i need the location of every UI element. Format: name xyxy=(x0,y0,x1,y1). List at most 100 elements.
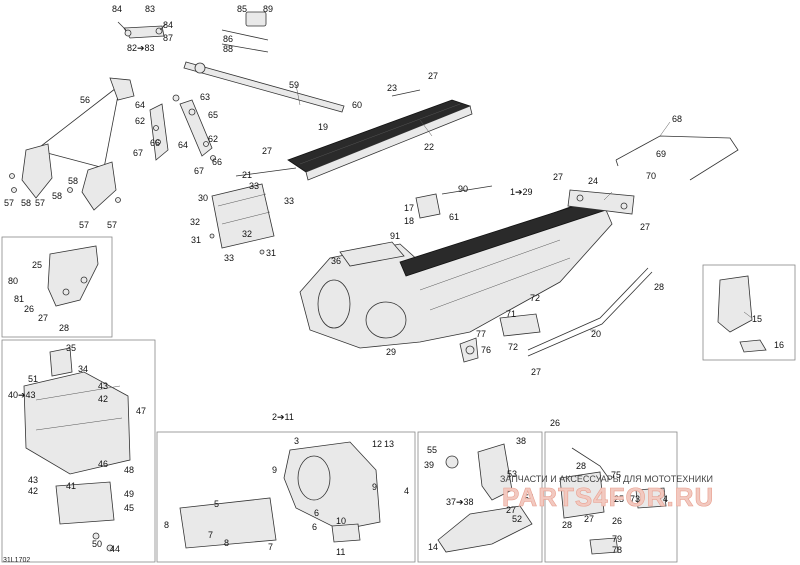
callout: 46 xyxy=(98,459,108,469)
callout: 7 xyxy=(208,530,213,540)
callout: 73 xyxy=(630,494,640,504)
side-brackets-part xyxy=(559,447,667,555)
callout: 48 xyxy=(124,465,134,475)
callout: 63 xyxy=(200,92,210,102)
callout: 19 xyxy=(318,122,328,132)
callout: 28 xyxy=(576,461,586,471)
callout: 64 xyxy=(135,100,145,110)
callout: 10 xyxy=(336,516,346,526)
callout: 6 xyxy=(314,508,319,518)
callout: 76 xyxy=(481,345,491,355)
rear-bumper-part xyxy=(615,135,739,181)
callout: 58 xyxy=(68,176,78,186)
callout: 49 xyxy=(124,489,134,499)
callout: 55 xyxy=(427,445,437,455)
callout: 21 xyxy=(242,170,252,180)
callout: 84 xyxy=(163,20,173,30)
callout: 27 xyxy=(262,146,272,156)
steering-support-part xyxy=(23,347,131,552)
callout: 3 xyxy=(294,436,299,446)
callout: 85 xyxy=(237,4,247,14)
callout: 91 xyxy=(390,231,400,241)
callout: 69 xyxy=(656,149,666,159)
callout: 47 xyxy=(136,406,146,416)
callout: 16 xyxy=(774,340,784,350)
callout: 9 xyxy=(372,482,377,492)
callout: 8 xyxy=(224,538,229,548)
callout: 57 xyxy=(107,220,117,230)
callout: 51 xyxy=(28,374,38,384)
callout: 7 xyxy=(268,542,273,552)
steering-arm-part xyxy=(149,94,216,161)
callout: 57 xyxy=(4,198,14,208)
callout: 41 xyxy=(66,481,76,491)
heat-panel-part xyxy=(209,167,297,255)
callout: 28 xyxy=(654,282,664,292)
rear-bracket-part xyxy=(567,189,635,215)
callout: 75 xyxy=(611,470,621,480)
callout: 6 xyxy=(312,522,317,532)
callout: 14 xyxy=(428,542,438,552)
callout: 32 xyxy=(190,217,200,227)
callout: 22 xyxy=(424,142,434,152)
callout: 31 xyxy=(191,235,201,245)
front-bracket-part xyxy=(47,245,99,307)
callout: 8 xyxy=(164,520,169,530)
callout: 60 xyxy=(352,100,362,110)
callout: 40➔43 xyxy=(8,390,36,400)
callout: 11 xyxy=(336,547,345,557)
callout: 64 xyxy=(178,140,188,150)
callout: 70 xyxy=(646,171,656,181)
callout: 25 xyxy=(614,494,624,504)
callout: 27 xyxy=(428,71,438,81)
callout: 28 xyxy=(59,323,69,333)
callout: 68 xyxy=(672,114,682,124)
callout: 80 xyxy=(8,276,18,286)
callout: 84 xyxy=(112,4,122,14)
main-chassis-part xyxy=(299,185,613,349)
watermark-brand: PARTS4FOR.RU xyxy=(502,482,714,512)
callout: 1➔29 xyxy=(510,187,533,197)
callout: 4 xyxy=(404,486,409,496)
callout: 26 xyxy=(612,516,622,526)
callout: 42 xyxy=(28,486,38,496)
watermark-tagline: ЗАПЧАСТИ И АКСЕССУАРЫ ДЛЯ МОТОТЕХНИКИ xyxy=(500,474,713,484)
callout: 30 xyxy=(198,193,208,203)
callout: 81 xyxy=(14,294,24,304)
callout: 31 xyxy=(266,248,276,258)
frame-box-front-frame xyxy=(156,431,416,563)
diagram-code: 31L1702 xyxy=(3,557,30,564)
callout: 74 xyxy=(658,494,668,504)
side-bracket-part xyxy=(459,313,541,363)
callout: 35 xyxy=(66,343,76,353)
steering-rod-part xyxy=(183,11,345,113)
callout: 2➔11 xyxy=(272,412,294,422)
callout: 50 xyxy=(92,539,102,549)
callout: 34 xyxy=(78,364,88,374)
callout: 65 xyxy=(208,110,218,120)
callout: 72 xyxy=(508,342,518,352)
callout: 13 xyxy=(384,439,394,449)
upper-column-bracket-part xyxy=(117,21,167,39)
callout: 26 xyxy=(24,304,34,314)
callout: 18 xyxy=(404,216,414,226)
callout: 90 xyxy=(458,184,468,194)
frame-box-front-bracket xyxy=(1,236,113,338)
callout: 32 xyxy=(242,229,252,239)
callout: 5 xyxy=(214,499,219,509)
callout: 53 xyxy=(507,469,517,479)
callout: 89 xyxy=(263,4,273,14)
callout: 36 xyxy=(331,256,341,266)
callout: 29 xyxy=(386,347,396,357)
running-board-rail-part xyxy=(527,267,653,357)
callout: 57 xyxy=(35,198,45,208)
callout: 43 xyxy=(98,381,108,391)
callout: 87 xyxy=(163,33,173,43)
callout: 25 xyxy=(32,260,42,270)
callout: 57 xyxy=(79,220,89,230)
callout: 56 xyxy=(80,95,90,105)
callout: 27 xyxy=(38,313,48,323)
callout: 28 xyxy=(562,520,572,530)
callout: 45 xyxy=(124,503,134,513)
